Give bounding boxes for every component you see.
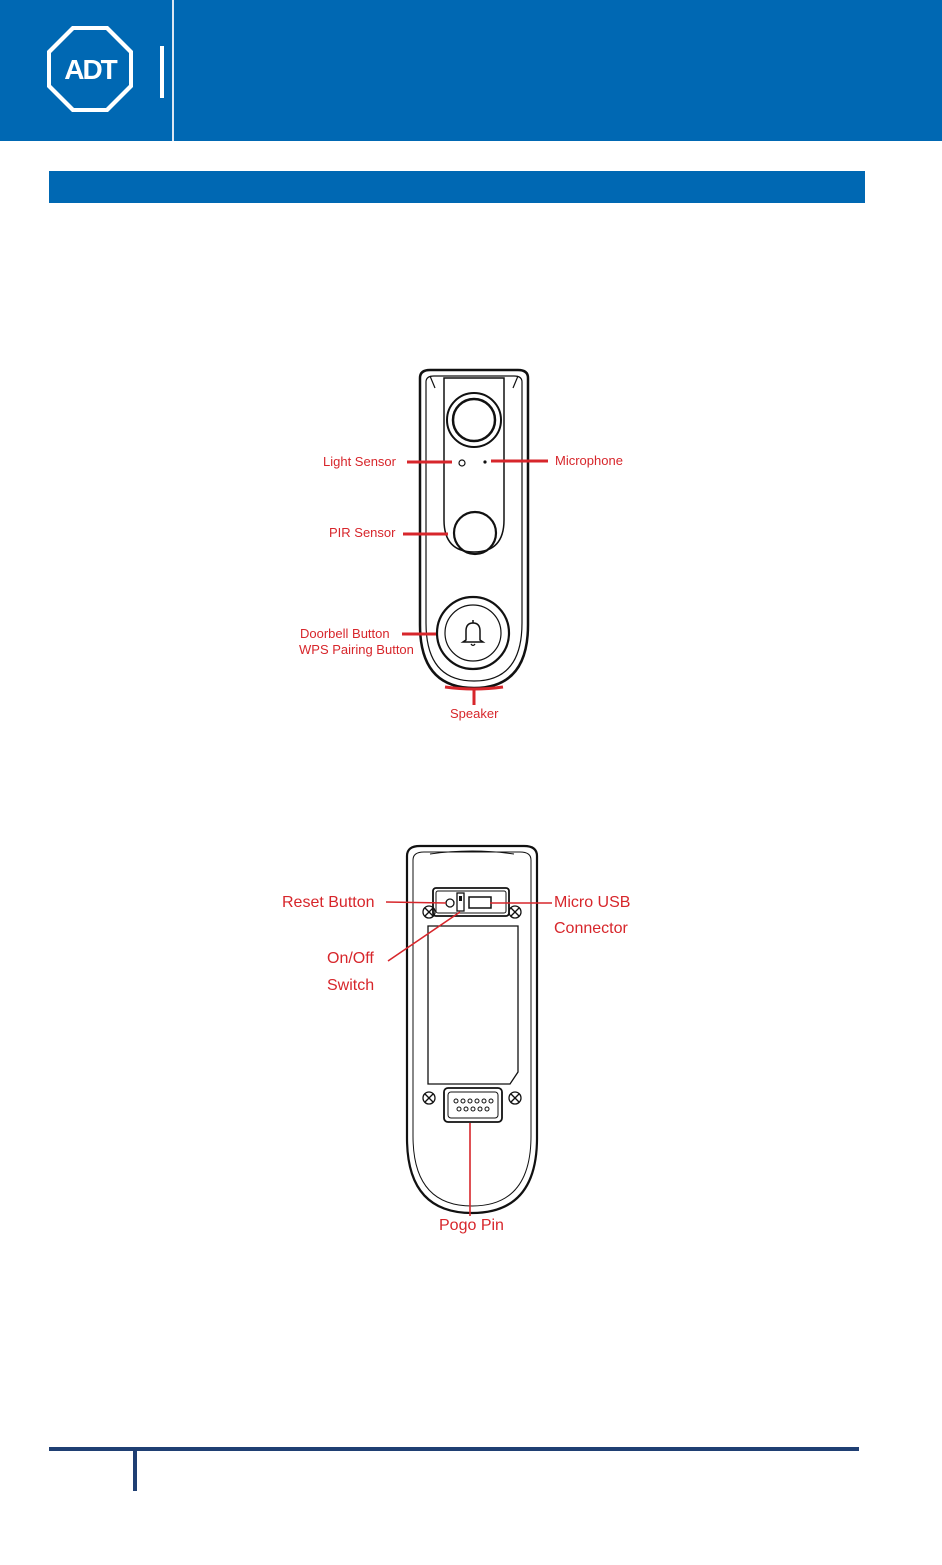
header-banner: ADT: [0, 0, 942, 141]
doorbell-front-drawing: [280, 360, 660, 735]
logo-separator: [160, 46, 164, 98]
label-doorbell-button: Doorbell Button: [300, 626, 390, 641]
label-micro-usb-line1: Micro USB: [554, 889, 630, 916]
label-micro-usb-line2: Connector: [554, 915, 628, 942]
label-on-off-line2: Switch: [327, 972, 374, 999]
adt-logo-icon: ADT: [45, 24, 135, 114]
label-light-sensor: Light Sensor: [323, 454, 396, 469]
label-pir-sensor: PIR Sensor: [329, 525, 395, 540]
label-speaker: Speaker: [450, 706, 498, 721]
footer-tick: [133, 1451, 137, 1491]
label-microphone: Microphone: [555, 453, 623, 468]
label-pogo-pin: Pogo Pin: [439, 1212, 504, 1239]
header-divider: [172, 0, 174, 141]
label-reset-button: Reset Button: [282, 889, 375, 916]
logo-text: ADT: [64, 54, 117, 85]
doorbell-back-diagram: Reset Button Micro USB Connector On/Off …: [270, 838, 650, 1243]
footer-rule: [49, 1447, 859, 1451]
doorbell-front-diagram: Light Sensor Microphone PIR Sensor Doorb…: [280, 360, 660, 735]
section-title-bar: [49, 171, 865, 203]
label-on-off-line1: On/Off: [327, 945, 374, 972]
bell-icon: [463, 620, 483, 646]
label-wps-pairing-button: WPS Pairing Button: [299, 642, 414, 657]
